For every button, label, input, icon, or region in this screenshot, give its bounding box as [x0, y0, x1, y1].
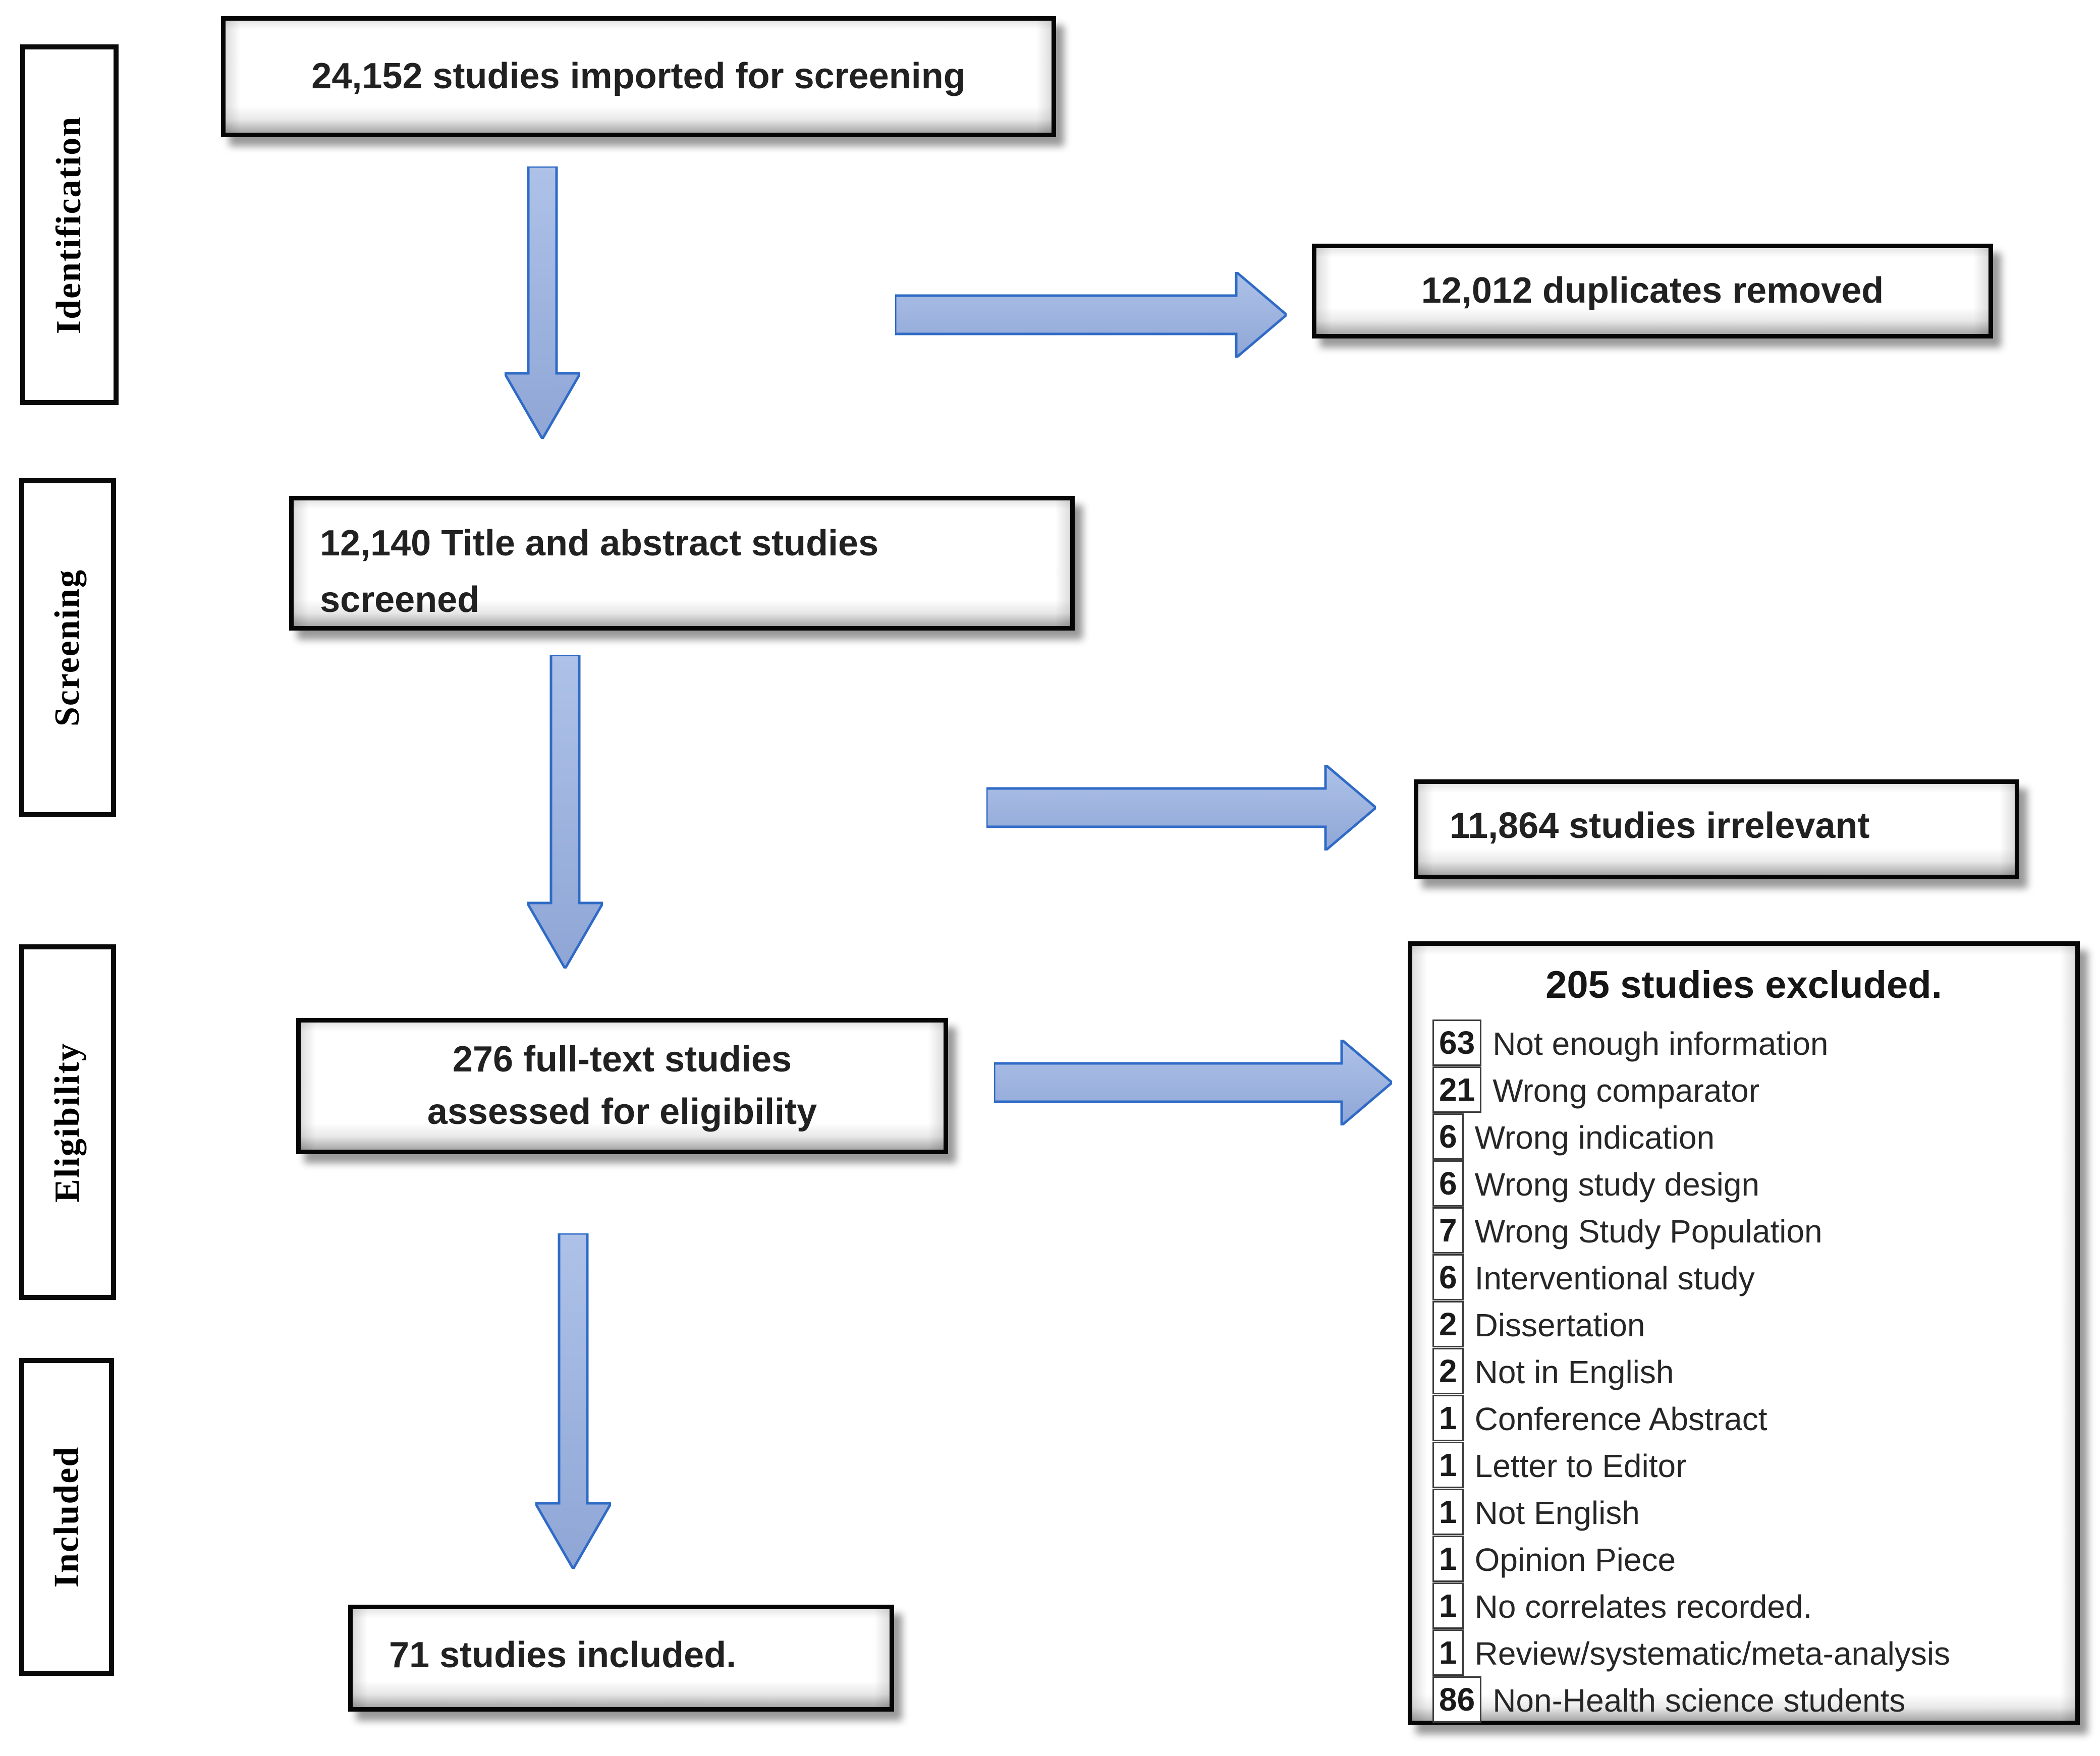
node-imported-label: 24,152 studies imported for screening [311, 56, 966, 97]
excluded-reason-label: Opinion Piece [1474, 1541, 1676, 1578]
excluded-count-cell: 1 [1432, 1536, 1464, 1582]
excluded-list: 63 Not enough information 21 Wrong compa… [1412, 1019, 2075, 1724]
excluded-count-cell: 6 [1432, 1160, 1464, 1207]
excluded-count-cell: 2 [1432, 1301, 1464, 1347]
excluded-item: 7 Wrong Study Population [1432, 1207, 2075, 1255]
right-arrow-icon [986, 765, 1376, 851]
node-irrelevant: 11,864 studies irrelevant [1414, 779, 2019, 879]
stage-label: Eligibility [48, 1042, 87, 1203]
excluded-count-cell: 63 [1432, 1019, 1482, 1066]
excluded-item: 1 Opinion Piece [1432, 1536, 2075, 1583]
arrow-fulltext-to-excluded [994, 1040, 1392, 1125]
excluded-reason-label: No correlates recorded. [1474, 1588, 1812, 1625]
excluded-reason-label: Wrong indication [1474, 1119, 1715, 1156]
excluded-count-cell: 1 [1432, 1629, 1464, 1676]
arrow-imported-to-duplicates [895, 272, 1287, 358]
node-screened: 12,140 Title and abstract studies screen… [289, 496, 1075, 631]
down-arrow-icon [535, 1233, 611, 1569]
excluded-item: 1 Letter to Editor [1432, 1442, 2075, 1489]
excluded-count-cell: 6 [1432, 1254, 1464, 1300]
excluded-count-cell: 1 [1432, 1489, 1464, 1535]
node-fulltext-label-line2: assessed for eligibility [427, 1092, 817, 1132]
node-duplicates-label: 12,012 duplicates removed [1421, 270, 1884, 311]
excluded-reason-label: Not in English [1474, 1353, 1674, 1390]
excluded-count-cell: 1 [1432, 1395, 1464, 1441]
right-arrow-icon [994, 1040, 1392, 1125]
arrow-fulltext-to-included [535, 1233, 611, 1569]
stage-label: Identification [49, 116, 89, 334]
node-imported: 24,152 studies imported for screening [221, 16, 1056, 137]
excluded-item: 21 Wrong comparator [1432, 1066, 2075, 1114]
excluded-item: 1 Not English [1432, 1489, 2075, 1536]
arrow-screened-to-irrelevant [986, 765, 1376, 851]
node-included-label: 71 studies included. [389, 1635, 737, 1675]
excluded-item: 2 Dissertation [1432, 1301, 2075, 1348]
excluded-reason-label: Letter to Editor [1474, 1447, 1687, 1484]
excluded-reason-label: Interventional study [1474, 1260, 1755, 1296]
stage-eligibility: Eligibility [19, 944, 116, 1300]
excluded-reason-label: Not English [1474, 1494, 1640, 1531]
excluded-reason-label: Non-Health science students [1493, 1682, 1906, 1719]
excluded-item: 63 Not enough information [1432, 1019, 2075, 1067]
excluded-reason-label: Conference Abstract [1474, 1400, 1767, 1437]
down-arrow-icon [505, 166, 580, 439]
excluded-item: 6 Wrong indication [1432, 1113, 2075, 1161]
node-fulltext: 276 full-text studies assessed for eligi… [296, 1018, 948, 1154]
excluded-count-cell: 86 [1432, 1676, 1482, 1723]
stage-label: Included [47, 1446, 86, 1588]
excluded-count-cell: 21 [1432, 1066, 1482, 1113]
excluded-item: 1 Conference Abstract [1432, 1395, 2075, 1442]
excluded-title: 205 studies excluded. [1545, 964, 1942, 1006]
arrow-imported-to-screened [505, 166, 580, 439]
excluded-item: 2 Not in English [1432, 1348, 2075, 1395]
excluded-item: 6 Wrong study design [1432, 1160, 2075, 1208]
excluded-count-cell: 6 [1432, 1113, 1464, 1160]
node-screened-label: 12,140 Title and abstract studies screen… [320, 523, 879, 620]
excluded-reason-label: Dissertation [1474, 1307, 1645, 1343]
excluded-reason-label: Wrong study design [1474, 1166, 1760, 1203]
excluded-count-cell: 2 [1432, 1348, 1464, 1394]
excluded-item: 6 Interventional study [1432, 1254, 2075, 1301]
excluded-count-cell: 1 [1432, 1442, 1464, 1488]
node-included: 71 studies included. [348, 1605, 894, 1712]
excluded-reason-label: Wrong Study Population [1474, 1213, 1822, 1250]
excluded-reason-label: Wrong comparator [1493, 1072, 1759, 1109]
node-duplicates: 12,012 duplicates removed [1312, 244, 1993, 338]
excluded-reason-label: Not enough information [1493, 1025, 1829, 1062]
right-arrow-icon [895, 272, 1287, 358]
node-excluded: 205 studies excluded. 63 Not enough info… [1408, 941, 2080, 1725]
excluded-item: 1 Review/systematic/meta-analysis [1432, 1629, 2075, 1677]
excluded-reason-label: Review/systematic/meta-analysis [1474, 1635, 1951, 1672]
stage-included: Included [19, 1358, 114, 1676]
excluded-item: 1 No correlates recorded. [1432, 1582, 2075, 1630]
node-irrelevant-label: 11,864 studies irrelevant [1450, 806, 1870, 846]
excluded-item: 86 Non-Health science students [1432, 1676, 2075, 1724]
excluded-count-cell: 7 [1432, 1207, 1464, 1254]
stage-identification: Identification [20, 44, 119, 405]
down-arrow-icon [527, 655, 603, 969]
stage-label: Screening [48, 569, 87, 727]
excluded-count-cell: 1 [1432, 1582, 1464, 1629]
arrow-screened-to-fulltext [527, 655, 603, 969]
stage-screening: Screening [19, 478, 116, 817]
node-fulltext-label-line1: 276 full-text studies [452, 1039, 792, 1080]
